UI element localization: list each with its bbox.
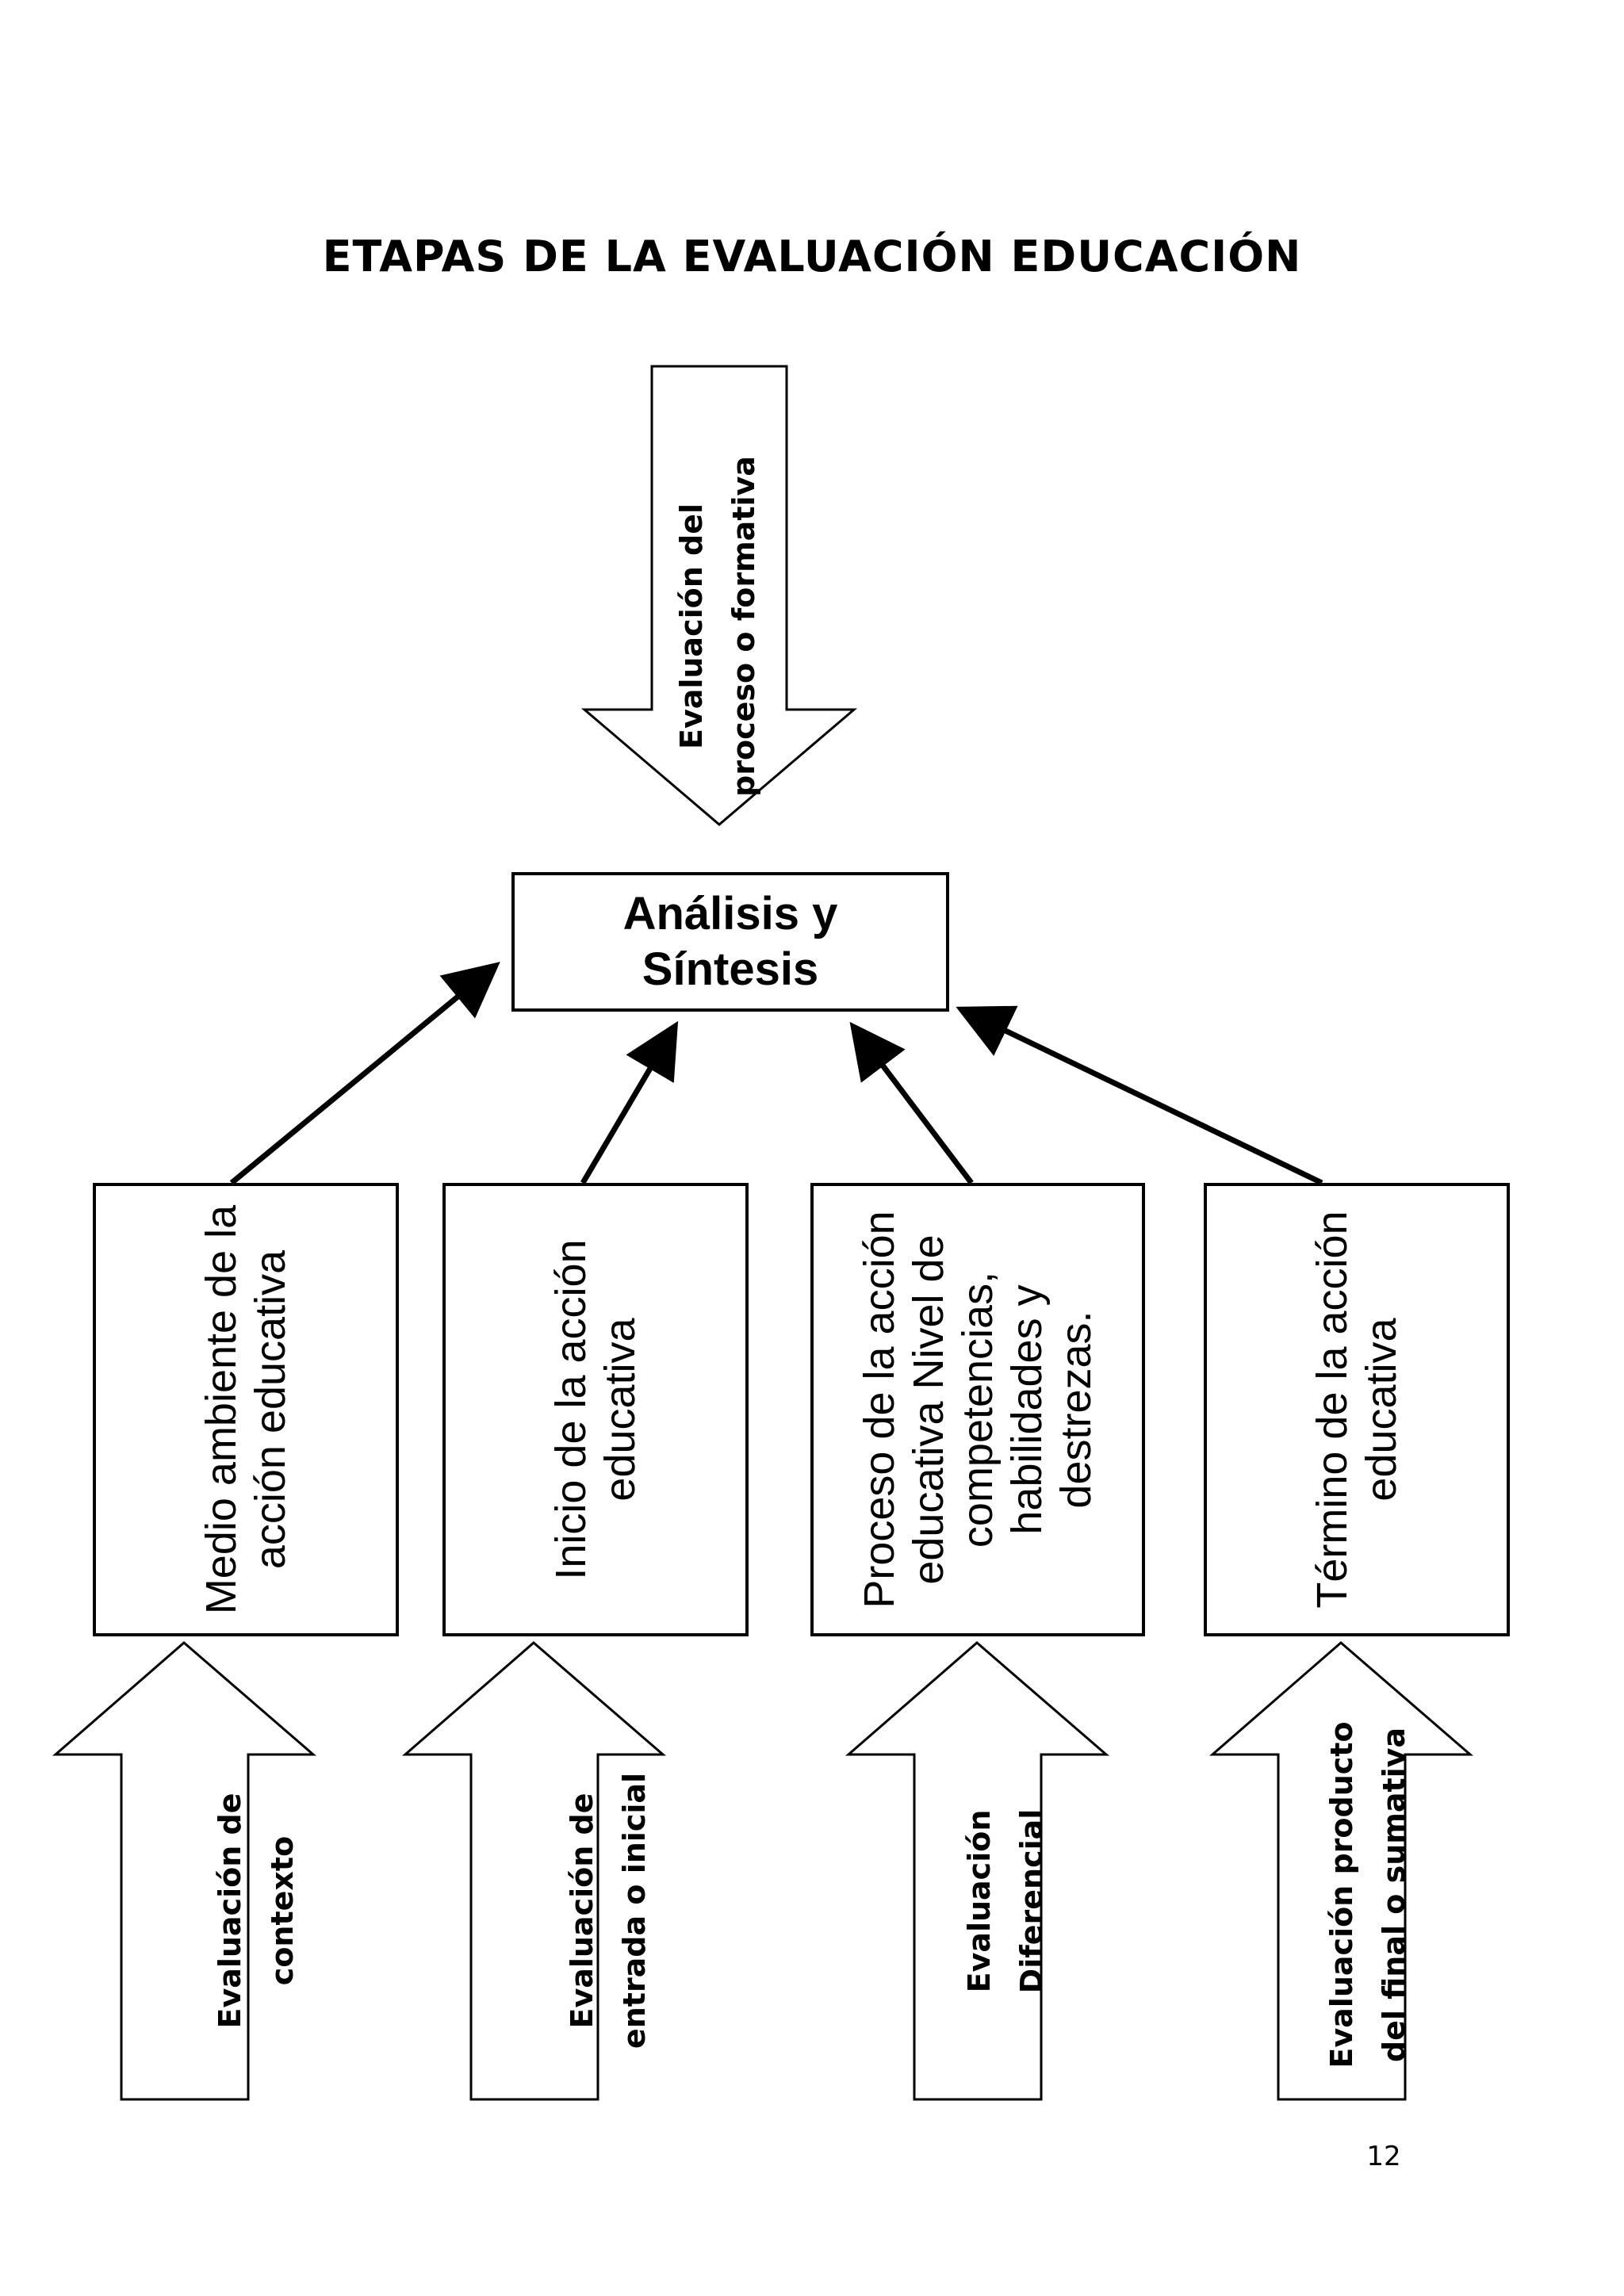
stage-label-context: Medio ambiente de la acción educativa: [197, 1204, 294, 1615]
stage-box-context: Medio ambiente de la acción educativa: [93, 1183, 399, 1636]
top-arrow-label: Evaluación del proceso o formativa: [674, 456, 761, 797]
analysis-synthesis-box: Análisis y Síntesis: [511, 872, 949, 1012]
page-title: ETAPAS DE LA EVALUACIÓN EDUCACIÓN: [322, 232, 1302, 281]
bottom-block-arrow-2: [401, 1641, 667, 2101]
stage-box-start: Inicio de la acción educativa: [442, 1183, 749, 1636]
bottom-block-arrow-4: [1208, 1641, 1474, 2101]
bottom-arrow-label-product: Evaluación producto del final o sumativa: [1324, 1721, 1411, 2068]
stage-box-end: Término de la acción educativa: [1204, 1183, 1510, 1636]
bottom-block-arrow-3: [845, 1641, 1110, 2101]
stage-box-process: Proceso de la acción educativa Nivel de …: [810, 1183, 1145, 1636]
page-number: 12: [1366, 2141, 1401, 2172]
analysis-synthesis-label: Análisis y Síntesis: [622, 888, 838, 995]
bottom-arrow-label-entry: Evaluación de entrada o inicial: [565, 1772, 652, 2049]
bottom-block-arrow-1: [52, 1641, 317, 2101]
connector-arrow-1: [229, 962, 500, 1185]
connector-arrow-2: [580, 1020, 679, 1184]
connector-arrow-4: [956, 1005, 1323, 1186]
top-block-arrow: [580, 365, 858, 826]
bottom-arrow-label-differential: Evaluación Diferencial: [962, 1808, 1049, 1994]
stage-label-end: Término de la acción educativa: [1308, 1211, 1405, 1609]
stage-label-start: Inicio de la acción educativa: [547, 1239, 644, 1580]
stage-label-process: Proceso de la acción educativa Nivel de …: [856, 1211, 1100, 1609]
connector-arrow-3: [849, 1021, 974, 1185]
bottom-arrow-label-context: Evaluación de contexto: [213, 1793, 300, 2029]
